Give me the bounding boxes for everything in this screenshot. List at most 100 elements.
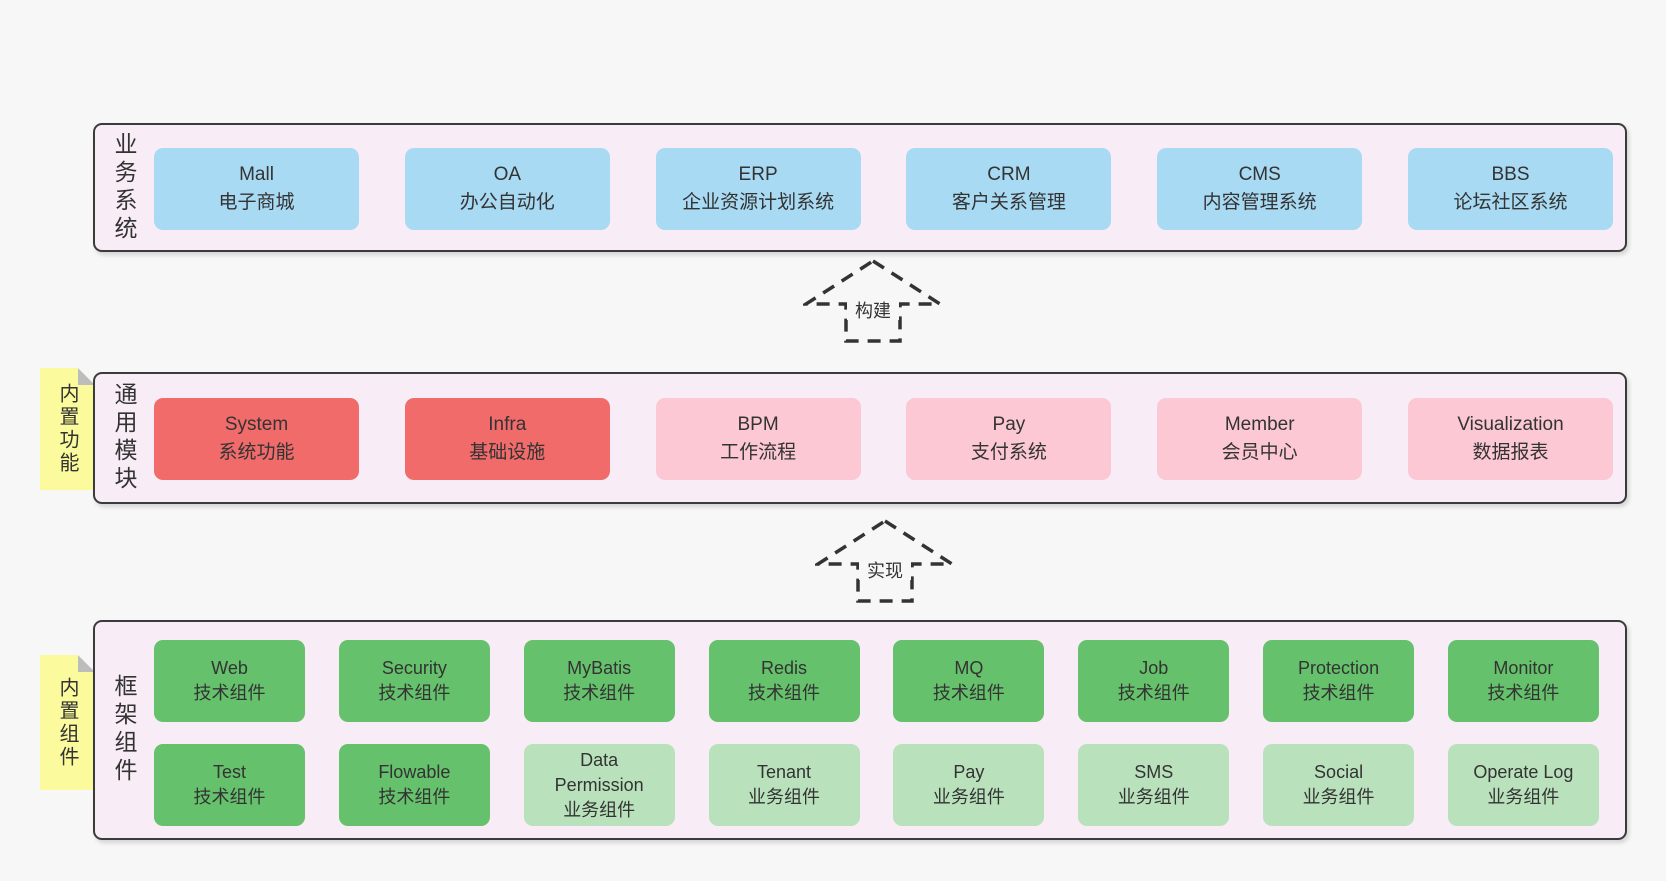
layer-label-framework-components: 框架组件 — [111, 674, 137, 786]
box-title: Test — [212, 762, 246, 782]
box-title: Member — [1224, 414, 1295, 435]
box-data-permission: Data Permission 业务组件 — [523, 744, 675, 826]
box-title: Social — [1314, 762, 1364, 782]
box-mall: Mall 电子商城 — [154, 148, 359, 230]
box-subtitle: 论坛社区系统 — [1453, 192, 1568, 213]
box-title: BBS — [1491, 164, 1530, 185]
box-title: MyBatis — [567, 658, 632, 678]
box-pay-business: Pay 业务组件 — [893, 744, 1045, 826]
box-bbs: BBS 论坛社区系统 — [1407, 148, 1613, 230]
box-subtitle: 业务组件 — [563, 799, 636, 820]
box-operate-log: Operate Log 业务组件 — [1447, 744, 1599, 826]
sticky-note-built-in-components: 内置组件 — [40, 655, 95, 790]
box-subtitle: 支付系统 — [970, 442, 1047, 463]
box-subtitle: 业务组件 — [748, 787, 821, 807]
box-subtitle: 客户关系管理 — [951, 192, 1066, 213]
box-subtitle: 技术组件 — [932, 683, 1005, 703]
box-subtitle: 技术组件 — [193, 683, 266, 703]
box-subtitle: 企业资源计划系统 — [682, 192, 835, 213]
box-subtitle: 基础设施 — [469, 442, 546, 463]
box-title: Pay — [953, 762, 985, 782]
box-title: MQ — [954, 658, 984, 678]
box-subtitle: 办公自动化 — [459, 192, 555, 213]
box-subtitle: 内容管理系统 — [1202, 192, 1317, 213]
box-member: Member 会员中心 — [1157, 398, 1363, 480]
box-web: Web 技术组件 — [154, 640, 305, 722]
sticky-note-label: 内置组件 — [56, 676, 78, 769]
box-security: Security 技术组件 — [338, 640, 490, 722]
box-subtitle: 数据报表 — [1472, 442, 1549, 463]
box-title: Protection — [1298, 658, 1380, 678]
box-title: Visualization — [1457, 414, 1564, 435]
box-monitor: Monitor 技术组件 — [1447, 640, 1599, 722]
box-oa: OA 办公自动化 — [404, 148, 610, 230]
box-subtitle: 会员中心 — [1221, 442, 1298, 463]
box-subtitle: 技术组件 — [1117, 683, 1190, 703]
box-title: System — [224, 414, 289, 435]
box-title: Redis — [761, 658, 808, 678]
box-title: Infra — [488, 414, 527, 435]
box-subtitle: 系统功能 — [218, 442, 295, 463]
box-mybatis: MyBatis 技术组件 — [523, 640, 675, 722]
box-pay: Pay 支付系统 — [906, 398, 1112, 480]
box-title: CRM — [987, 164, 1031, 185]
box-infra: Infra 基础设施 — [404, 398, 610, 480]
box-title: Pay — [992, 414, 1026, 435]
box-tenant: Tenant 业务组件 — [708, 744, 860, 826]
box-title: Flowable — [378, 762, 451, 782]
box-mq: MQ 技术组件 — [893, 640, 1045, 722]
box-subtitle: 技术组件 — [563, 683, 636, 703]
box-title: SMS — [1134, 762, 1174, 782]
layer-framework-components: 框架组件 Web 技术组件 Security 技术组件 MyBatis 技术组件… — [93, 620, 1627, 840]
layer-label-common-modules: 通用模块 — [111, 382, 137, 494]
box-visualization: Visualization 数据报表 — [1407, 398, 1613, 480]
arrow-up-implement-icon: 实现 — [815, 518, 955, 603]
box-flowable: Flowable 技术组件 — [338, 744, 490, 826]
box-title: Security — [381, 658, 447, 678]
box-title: Web — [211, 658, 248, 678]
modules-box-row: System 系统功能 Infra 基础设施 BPM 工作流程 Pay 支付系统… — [154, 398, 1613, 480]
box-subtitle: 技术组件 — [1302, 683, 1375, 703]
framework-box-row-2: Test 技术组件 Flowable 技术组件 Data Permission … — [154, 744, 1599, 826]
box-title: OA — [493, 164, 522, 185]
sticky-note-built-in-features: 内置功能 — [40, 368, 95, 490]
box-title: Monitor — [1493, 658, 1554, 678]
box-subtitle: 技术组件 — [378, 683, 451, 703]
box-subtitle: 业务组件 — [1487, 787, 1560, 807]
sticky-note-label: 内置功能 — [56, 383, 78, 475]
arrow-implement-label: 实现 — [867, 561, 903, 581]
box-system: System 系统功能 — [154, 398, 359, 480]
layer-business-systems: 业务系统 Mall 电子商城 OA 办公自动化 ERP 企业资源计划系统 CRM… — [93, 123, 1627, 252]
box-redis: Redis 技术组件 — [708, 640, 860, 722]
box-cms: CMS 内容管理系统 — [1157, 148, 1363, 230]
box-subtitle: 工作流程 — [720, 442, 797, 463]
layer-common-modules: 通用模块 System 系统功能 Infra 基础设施 BPM 工作流程 Pay… — [93, 372, 1627, 504]
box-title: CMS — [1238, 164, 1281, 185]
box-sms: SMS 业务组件 — [1078, 744, 1230, 826]
arrow-up-build-icon: 构建 — [803, 258, 943, 343]
box-title: Mall — [239, 164, 274, 185]
box-title: Data Permission — [554, 749, 644, 795]
box-subtitle: 业务组件 — [932, 787, 1005, 807]
box-erp: ERP 企业资源计划系统 — [655, 148, 861, 230]
box-subtitle: 技术组件 — [1487, 683, 1560, 703]
box-protection: Protection 技术组件 — [1263, 640, 1415, 722]
box-title: Operate Log — [1473, 762, 1574, 782]
box-title: BPM — [737, 414, 779, 435]
box-test: Test 技术组件 — [154, 744, 305, 826]
box-social: Social 业务组件 — [1263, 744, 1415, 826]
business-box-row: Mall 电子商城 OA 办公自动化 ERP 企业资源计划系统 CRM 客户关系… — [154, 148, 1613, 230]
box-title: ERP — [738, 164, 778, 185]
layer-label-business-systems: 业务系统 — [111, 131, 137, 244]
box-job: Job 技术组件 — [1078, 640, 1230, 722]
box-subtitle: 技术组件 — [193, 787, 266, 807]
box-subtitle: 技术组件 — [378, 787, 451, 807]
arrow-build-label: 构建 — [855, 301, 891, 321]
box-title: Tenant — [757, 762, 812, 782]
box-subtitle: 电子商城 — [218, 192, 295, 213]
box-crm: CRM 客户关系管理 — [906, 148, 1112, 230]
framework-box-row-1: Web 技术组件 Security 技术组件 MyBatis 技术组件 Redi… — [154, 640, 1599, 722]
box-subtitle: 业务组件 — [1302, 787, 1375, 807]
box-bpm: BPM 工作流程 — [655, 398, 861, 480]
